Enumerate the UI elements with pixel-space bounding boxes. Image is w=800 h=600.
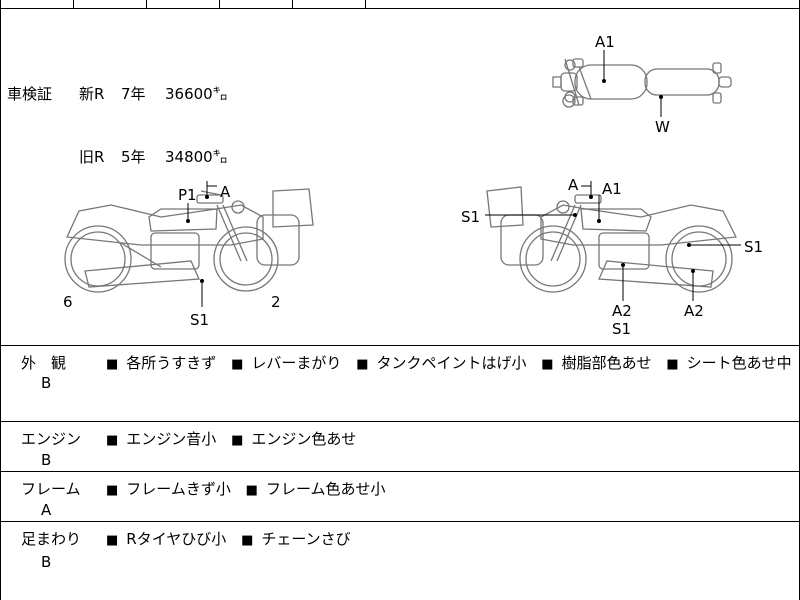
bullet-square-icon: ■ [541, 357, 554, 372]
note-item: ■ エンジン色あせ [231, 430, 356, 448]
label-right-s1-left: S1 [461, 208, 480, 226]
label-right-a2-engine: A2 [612, 302, 632, 320]
note-item: ■ タンクペイントはげ小 [356, 354, 526, 372]
bullet-square-icon: ■ [241, 533, 254, 548]
label-left-p1: P1 [178, 186, 197, 204]
section-suspension: 足まわり B ■ Rタイヤひび小 ■ チェーンさび [1, 522, 799, 600]
label-left-6: 6 [63, 293, 73, 311]
note-text: 各所うすきず [126, 354, 217, 372]
bullet-square-icon: ■ [231, 433, 244, 448]
section-name: 外 観 [21, 354, 67, 372]
strip-divider [219, 0, 220, 8]
note-item: ■ 各所うすきず [106, 354, 216, 372]
section-notes: ■ 各所うすきず ■ レバーまがり ■ タンクペイントはげ小 ■ 樹脂部色あせ ■ シート… [106, 352, 800, 373]
section-name: 足まわり [21, 530, 82, 548]
section-grade: B [41, 451, 52, 469]
note-text: フレーム色あせ小 [265, 480, 386, 498]
label-right-a: A [568, 176, 579, 194]
top-view-markers: A1 W [595, 33, 670, 136]
inspection-years: 7年 [121, 85, 146, 103]
section-grade: B [41, 374, 52, 392]
right-view-motorcycle [486, 186, 738, 293]
inspection-years: 5年 [121, 148, 146, 166]
inspection-row: 車検証 新R 7年 36600㌔ [7, 84, 228, 105]
note-item: ■ シート色あせ中 [666, 354, 791, 372]
section-frame: フレーム A ■ フレームきず小 ■ フレーム色あせ小 [1, 472, 799, 522]
note-text: フレームきず小 [126, 480, 231, 498]
left-view-motorcycle [64, 188, 314, 293]
inspection-block: 車検証 新R 7年 36600㌔ 旧R 5年 34800㌔ [7, 42, 228, 210]
top-header-strip [1, 0, 799, 9]
note-item: ■ 樹脂部色あせ [541, 354, 651, 372]
left-view-markers: P1 A 6 S1 2 [63, 181, 281, 329]
label-top-w: W [655, 118, 670, 136]
section-notes: ■ Rタイヤひび小 ■ チェーンさび [106, 528, 361, 549]
bullet-square-icon: ■ [106, 483, 119, 498]
right-view-markers: A A1 S1 S1 A2 S1 A2 [461, 176, 763, 338]
inspection-kind: 新R [79, 85, 105, 103]
bullet-square-icon: ■ [106, 433, 119, 448]
note-item: ■ レバーまがり [231, 354, 341, 372]
note-text: エンジン色あせ [251, 430, 357, 448]
note-item: ■ フレーム色あせ小 [246, 480, 386, 498]
inspection-kind: 旧R [79, 148, 105, 166]
note-item: ■ フレームきず小 [106, 480, 231, 498]
note-text: 樹脂部色あせ [561, 354, 652, 372]
section-grade: B [41, 553, 52, 571]
note-text: タンクペイントはげ小 [376, 354, 527, 372]
bullet-square-icon: ■ [106, 357, 119, 372]
strip-divider [365, 0, 366, 8]
label-left-s1: S1 [190, 311, 209, 329]
section-name: エンジン [21, 430, 82, 448]
strip-divider [73, 0, 74, 8]
label-left-2: 2 [271, 293, 281, 311]
label-left-a: A [220, 183, 231, 201]
note-item: ■ チェーンさび [241, 530, 351, 548]
diagram-panel: 車検証 新R 7年 36600㌔ 旧R 5年 34800㌔ [1, 9, 799, 346]
inspection-distance: 36600㌔ [165, 85, 228, 103]
note-item: ■ エンジン音小 [106, 430, 216, 448]
top-view-motorcycle [552, 58, 732, 108]
label-right-s1-engine: S1 [612, 320, 631, 338]
section-name: フレーム [21, 480, 81, 498]
inspection-distance: 34800㌔ [165, 148, 228, 166]
note-text: Rタイヤひび小 [126, 530, 227, 548]
note-text: チェーンさび [261, 530, 351, 548]
label-right-a1: A1 [602, 180, 622, 198]
strip-divider [146, 0, 147, 8]
inspection-row: 旧R 5年 34800㌔ [7, 147, 228, 168]
inspection-title: 車検証 [7, 85, 53, 103]
note-text: レバーまがり [251, 354, 342, 372]
motorcycle-damage-diagram: A1 W [63, 33, 763, 338]
label-right-s1-right: S1 [744, 238, 763, 256]
strip-divider [292, 0, 293, 8]
bullet-square-icon: ■ [356, 357, 369, 372]
bullet-square-icon: ■ [231, 357, 244, 372]
label-right-a2-wheel: A2 [684, 302, 704, 320]
label-top-a1: A1 [595, 33, 615, 51]
section-grade: A [41, 501, 52, 519]
section-engine: エンジン B ■ エンジン音小 ■ エンジン色あせ [1, 422, 799, 472]
note-text: シート色あせ中 [686, 354, 792, 372]
section-exterior: 外 観 B ■ 各所うすきず ■ レバーまがり ■ タンクペイントはげ小 ■ 樹脂部色あ… [1, 346, 799, 422]
bullet-square-icon: ■ [245, 483, 258, 498]
note-item: ■ Rタイヤひび小 [106, 530, 226, 548]
note-text: エンジン音小 [126, 430, 217, 448]
section-notes: ■ エンジン音小 ■ エンジン色あせ [106, 428, 366, 449]
bullet-square-icon: ■ [666, 357, 679, 372]
section-notes: ■ フレームきず小 ■ フレーム色あせ小 [106, 478, 396, 499]
bullet-square-icon: ■ [106, 533, 119, 548]
